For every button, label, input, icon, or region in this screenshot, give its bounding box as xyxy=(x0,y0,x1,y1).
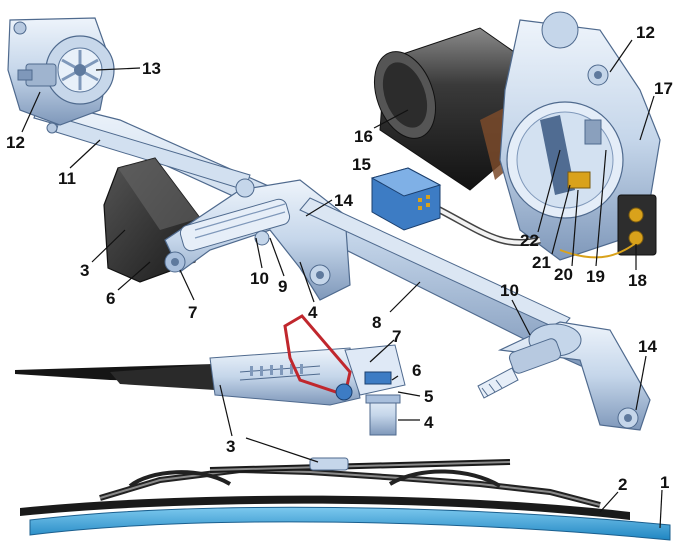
callout-9: 9 xyxy=(278,277,287,296)
wiper-motor xyxy=(374,27,541,191)
callout-16: 16 xyxy=(354,127,373,146)
wiring-harness xyxy=(428,201,641,259)
callout-14: 14 xyxy=(334,191,353,210)
callout-15: 15 xyxy=(352,155,371,174)
callout-1: 1 xyxy=(660,473,669,492)
callout-7: 7 xyxy=(188,303,197,322)
callout-10: 10 xyxy=(250,269,269,288)
wiper-blade xyxy=(20,457,671,541)
callout-13: 13 xyxy=(142,59,161,78)
callout-3: 3 xyxy=(226,437,235,456)
terminal-block xyxy=(617,194,657,256)
callout-10: 10 xyxy=(500,281,519,300)
callout-4: 4 xyxy=(424,413,434,432)
callout-6: 6 xyxy=(412,361,421,380)
leader-lines xyxy=(21,39,663,529)
callout-19: 19 xyxy=(586,267,605,286)
callout-labels: 12 13 11 3 6 7 10 9 4 14 8 12 17 16 15 2… xyxy=(6,23,673,494)
wiper-arm xyxy=(15,314,406,436)
callout-18: 18 xyxy=(628,271,647,290)
electrical-connector xyxy=(370,167,442,231)
left-pivot-housing xyxy=(7,17,115,134)
callout-3: 3 xyxy=(80,261,89,280)
callout-8: 8 xyxy=(372,313,381,332)
callout-2: 2 xyxy=(618,475,627,494)
callout-21: 21 xyxy=(532,253,551,272)
callout-17: 17 xyxy=(654,79,673,98)
right-pivot xyxy=(477,321,651,431)
callout-22: 22 xyxy=(520,231,539,250)
callout-12: 12 xyxy=(6,133,25,152)
callout-4: 4 xyxy=(308,303,318,322)
callout-14: 14 xyxy=(638,337,657,356)
callout-11: 11 xyxy=(58,169,76,188)
callout-6: 6 xyxy=(106,289,115,308)
link-rod xyxy=(299,197,571,331)
callout-20: 20 xyxy=(554,265,573,284)
callout-12: 12 xyxy=(636,23,655,42)
callout-5: 5 xyxy=(424,387,433,406)
callout-7: 7 xyxy=(392,327,401,346)
